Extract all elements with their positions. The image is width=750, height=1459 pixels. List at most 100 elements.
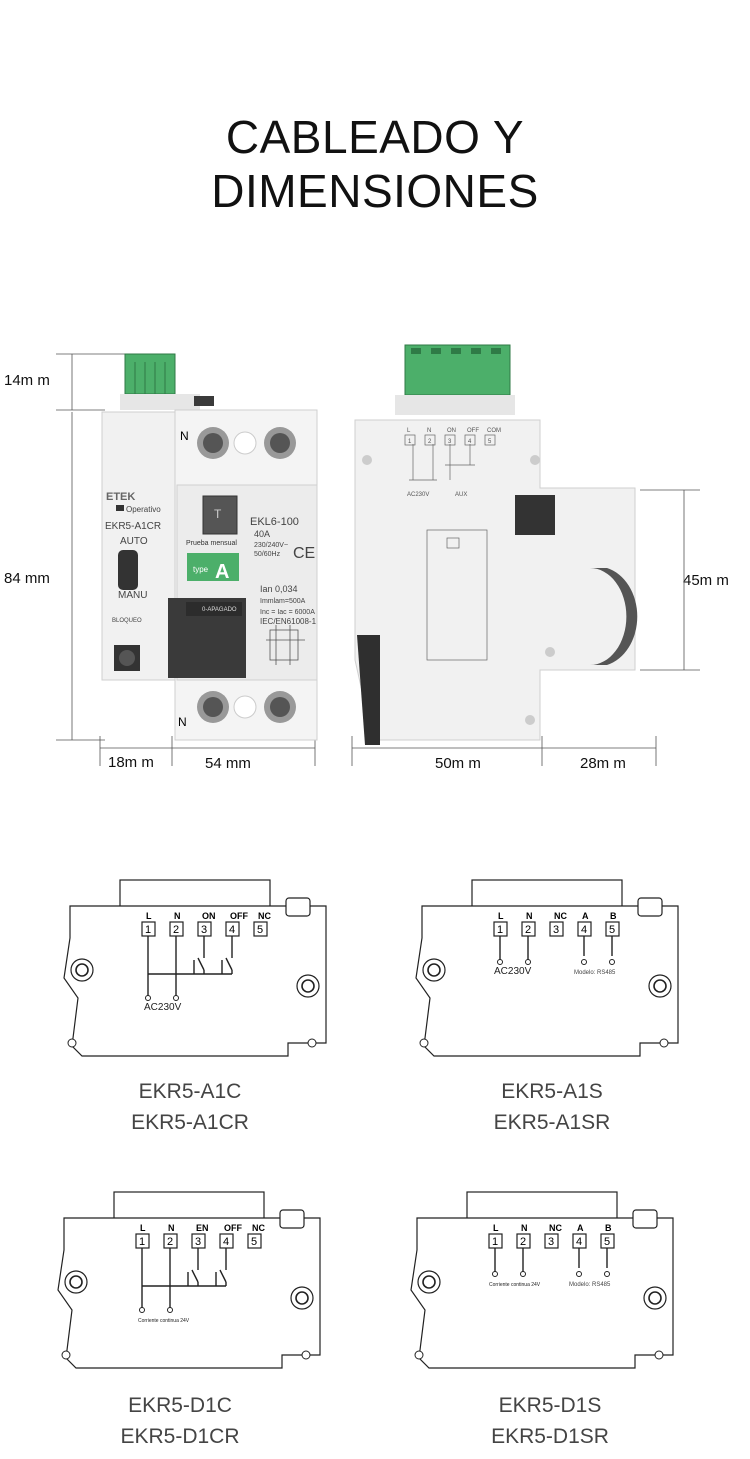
terminal-number: 1 bbox=[492, 1236, 498, 1248]
title-line-2: DIMENSIONES bbox=[211, 165, 539, 217]
terminal-box bbox=[549, 921, 564, 937]
side-terminal-box bbox=[484, 434, 496, 446]
neutral-bottom-label: N bbox=[178, 715, 187, 729]
side-knob bbox=[590, 568, 638, 665]
terminal-number: 2 bbox=[520, 1236, 526, 1248]
type-a-text: A bbox=[215, 561, 229, 583]
dim-top-height: 14m m bbox=[4, 372, 50, 389]
terminal-label: N bbox=[521, 1223, 528, 1233]
terminal-label: L bbox=[140, 1223, 146, 1233]
terminal-label: OFF bbox=[230, 911, 248, 921]
type-a-label bbox=[187, 553, 239, 581]
supply-label: Corriente continua 24V bbox=[138, 1318, 190, 1324]
terminal-number: 3 bbox=[195, 1236, 201, 1248]
terminal-number: 4 bbox=[581, 924, 587, 936]
terminal-label: L bbox=[498, 911, 504, 921]
diagram-outline bbox=[57, 1217, 321, 1369]
terminal-number: 3 bbox=[201, 924, 207, 936]
terminal-box bbox=[544, 1233, 559, 1249]
side-terminal-box bbox=[404, 434, 416, 446]
terminal-label: EN bbox=[196, 1223, 209, 1233]
screw-bottom bbox=[197, 691, 296, 723]
terminal-label: B bbox=[605, 1223, 612, 1233]
model-note: Modelo: RS485 bbox=[569, 1282, 611, 1288]
caption-d3: EKR5-D1C EKR5-D1CR bbox=[30, 1390, 330, 1452]
dim-front-width: 54 mm bbox=[205, 755, 251, 772]
terminal-number: 5 bbox=[257, 924, 263, 936]
caption-d4: EKR5-D1S EKR5-D1SR bbox=[400, 1390, 700, 1452]
model-note: Modelo: RS485 bbox=[574, 970, 616, 976]
terminal-number: 2 bbox=[525, 924, 531, 936]
rcbo-immlam: Immlam=500A bbox=[260, 598, 306, 605]
mode-switch[interactable] bbox=[118, 550, 138, 590]
dim-side-height: 45m m bbox=[683, 572, 729, 589]
diagram-top-tab bbox=[113, 1191, 265, 1221]
selector-module-body bbox=[101, 411, 178, 681]
type-small-label: type bbox=[193, 565, 209, 574]
dim-total-height: 84 mm bbox=[4, 570, 50, 587]
terminal-number: 4 bbox=[229, 924, 235, 936]
rcbo-schematic bbox=[266, 625, 305, 665]
side-terminal-label: L bbox=[407, 428, 411, 434]
indicator-led bbox=[116, 505, 124, 511]
front-device: N N ETEK Operativo EKR5-A1CR AUTO MANU B… bbox=[101, 353, 318, 741]
caption-d1: EKR5-A1C EKR5-A1CR bbox=[40, 1076, 340, 1138]
terminal-number: 5 bbox=[609, 924, 615, 936]
dim-side-extra-width: 28m m bbox=[580, 755, 626, 772]
page-title: CABLEADO Y DIMENSIONES bbox=[0, 110, 750, 218]
rcbo-standard: IEC/EN61008-1 bbox=[260, 617, 317, 626]
terminal-label: NC bbox=[554, 911, 567, 921]
terminal-label: L bbox=[146, 911, 152, 921]
diagram-latch bbox=[279, 1209, 305, 1229]
caption-d2-line1: EKR5-A1S bbox=[501, 1080, 603, 1103]
diagram-outline bbox=[410, 1217, 674, 1369]
terminal-label: N bbox=[526, 911, 533, 921]
side-aux-label: AUX bbox=[455, 492, 467, 498]
side-terminal-number: 2 bbox=[428, 439, 432, 445]
caption-d2-line2: EKR5-A1SR bbox=[493, 1111, 611, 1134]
caption-d1-line2: EKR5-A1CR bbox=[131, 1111, 249, 1134]
side-terminal-label: OFF bbox=[467, 428, 479, 434]
terminal-label: NC bbox=[252, 1223, 265, 1233]
terminal-number: 3 bbox=[553, 924, 559, 936]
side-terminal-number: 5 bbox=[488, 439, 492, 445]
side-terminal-box bbox=[424, 434, 436, 446]
dimension-lines bbox=[56, 353, 700, 766]
screw-top bbox=[197, 427, 296, 459]
caption-d4-line1: EKR5-D1S bbox=[498, 1394, 602, 1417]
terminal-label: B bbox=[610, 911, 617, 921]
neutral-top-label: N bbox=[180, 429, 189, 443]
terminal-label: NC bbox=[258, 911, 271, 921]
side-terminal-number: 4 bbox=[468, 439, 472, 445]
caption-d4-line2: EKR5-D1SR bbox=[491, 1425, 609, 1448]
side-body bbox=[354, 419, 636, 741]
terminal-label: NC bbox=[549, 1223, 562, 1233]
diagram-latch bbox=[637, 897, 663, 917]
dim-left-width: 18m m bbox=[108, 754, 154, 771]
diagram-top-tab bbox=[471, 879, 623, 909]
diagram-latch bbox=[285, 897, 311, 917]
supply-label: AC230V bbox=[494, 966, 532, 977]
terminal-label: N bbox=[174, 911, 181, 921]
terminal-number: 2 bbox=[167, 1236, 173, 1248]
test-button[interactable] bbox=[202, 495, 238, 535]
indicator-label: Operativo bbox=[126, 505, 161, 514]
terminal-number: 4 bbox=[223, 1236, 229, 1248]
rcbo-inc: Inc = Iac = 6000A bbox=[260, 609, 315, 616]
terminal-box bbox=[247, 1233, 262, 1249]
terminal-label: L bbox=[493, 1223, 499, 1233]
terminal-box bbox=[253, 921, 268, 937]
terminal-number: 1 bbox=[497, 924, 503, 936]
rcbo-current: 40A bbox=[254, 529, 270, 539]
side-supply-label: AC230V bbox=[407, 492, 429, 498]
terminal-label: A bbox=[582, 911, 589, 921]
terminal-number: 5 bbox=[604, 1236, 610, 1248]
diagram-latch bbox=[632, 1209, 658, 1229]
caption-d3-line1: EKR5-D1C bbox=[128, 1394, 232, 1417]
